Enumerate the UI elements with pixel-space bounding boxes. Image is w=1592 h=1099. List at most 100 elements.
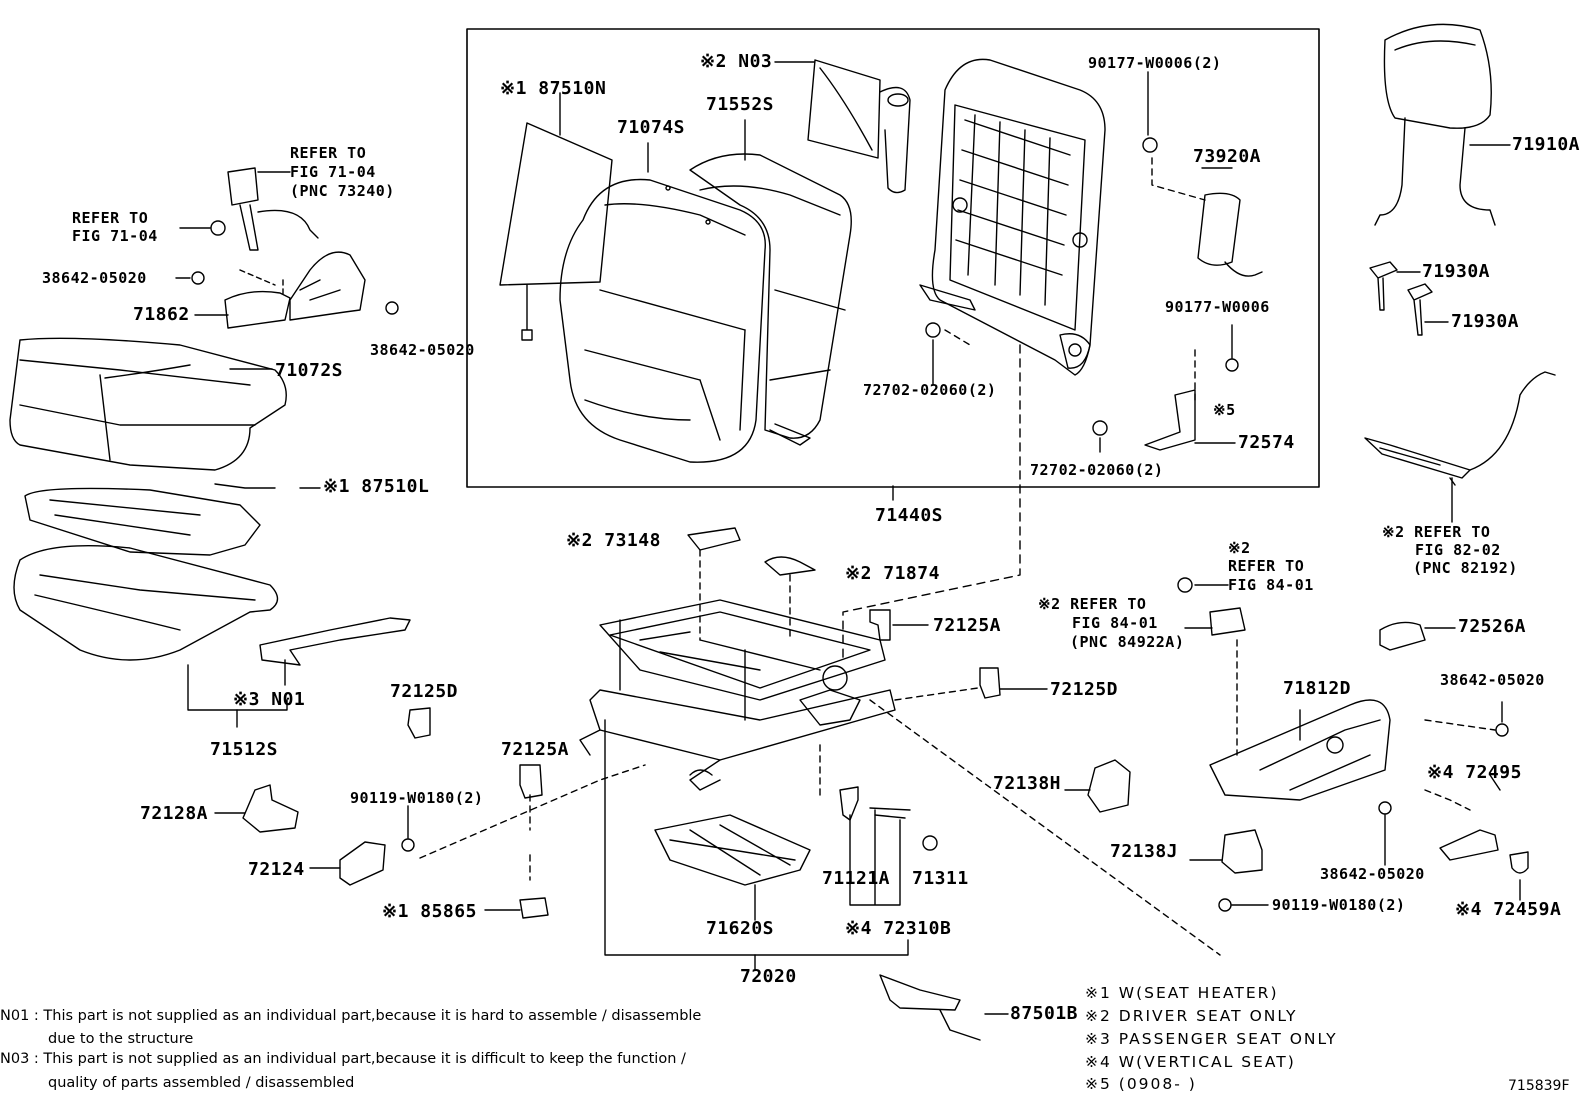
label-87510N: ※1 87510N [500,78,607,99]
headrest-guide-1 [1369,261,1398,311]
note-n01-line1: N01 : This part is not supplied as an in… [0,1008,702,1024]
label-72702-b: 72702-02060(2) [1030,461,1164,479]
n03-part [807,59,911,194]
bracket-72574 [1144,389,1196,451]
label-38642-d: 38642-05020 [1320,865,1425,883]
label-5-marker: ※5 [1213,401,1236,419]
label-71930A-1: 71930A [1422,261,1491,282]
label-72138H: 72138H [993,773,1062,794]
bolt-90119-b-icon [1218,898,1232,912]
seat-cushion-pad [13,545,279,661]
legend-item-3: ※3 PASSENGER SEAT ONLY [1085,1030,1338,1048]
label-38642-a: 38642-05020 [42,269,147,287]
bolt-38642-d-icon [1378,801,1392,815]
cap-71311-icon [922,835,938,851]
label-73920A: 73920A [1193,146,1262,167]
label-72526A: 72526A [1458,616,1527,637]
legend-item-4: ※4 W(VERTICAL SEAT) [1085,1053,1296,1071]
knob-72526A [1379,621,1426,651]
nut-90177-icon [1225,358,1239,372]
cap-72459A [1509,851,1529,874]
label-72702-a: 72702-02060(2) [863,381,997,399]
label-N01: ※3 N01 [233,689,306,710]
label-refer-84-01-a-line1: ※2 [1228,539,1251,557]
label-72125A-1: 72125A [933,615,1002,636]
label-refer-84-01-a-line3: FIG 84-01 [1228,576,1314,594]
seatback-pad [689,153,852,446]
headrest-guide-2 [1407,283,1433,336]
label-71311: 71311 [912,868,969,889]
label-73148: ※2 73148 [566,530,661,551]
legend-item-5: ※5 (0908- ) [1085,1075,1197,1093]
label-refer-82-02-line1: ※2 REFER TO [1382,523,1491,541]
spring-71311 [869,807,911,819]
label-refer-84-01-b-line3: (PNC 84922A) [1070,633,1185,651]
label-90177-W0006: 90177-W0006 [1165,298,1270,316]
label-71930A-2: 71930A [1451,311,1520,332]
link-71121A [839,786,859,821]
legend-item-2: ※2 DRIVER SEAT ONLY [1085,1007,1298,1025]
connector-85865 [519,897,549,919]
label-71552S: 71552S [706,94,775,115]
headrest [1374,23,1496,226]
n01-sensor [259,617,411,666]
cover-72138H [1087,759,1131,813]
seat-mat-71620S [654,814,811,886]
seat-belt-buckle [227,167,259,206]
label-72125D-2: 72125D [1050,679,1119,700]
label-85865: ※1 85865 [382,901,477,922]
label-72138J: 72138J [1110,841,1179,862]
note-n03-line1: N03 : This part is not supplied as an in… [0,1051,686,1067]
note-n03-line2: quality of parts assembled / disassemble… [48,1075,355,1091]
label-72495: ※4 72495 [1427,762,1522,783]
label-71512S: 71512S [210,739,279,760]
bolt-90119-a-icon [401,838,415,852]
switch-84-01-icon [1177,577,1193,593]
label-72459A: ※4 72459A [1455,899,1562,920]
label-90119-a: 90119-W0180(2) [350,789,484,807]
label-72124: 72124 [248,859,305,880]
seat-cushion-cover [9,337,287,471]
handle-72495 [1439,829,1499,861]
knob-71874 [764,556,816,576]
harness-87501B [879,974,961,1011]
label-87501B: 87501B [1010,1003,1079,1024]
bolt-38642-c-icon [1495,723,1509,737]
wire-harness-82192 [1364,437,1471,479]
label-38642-c: 38642-05020 [1440,671,1545,689]
label-refer-71-04-b-line2: FIG 71-04 [72,227,158,245]
cover-72138J [1221,829,1263,874]
label-refer-84-01-a-line2: REFER TO [1228,557,1305,575]
label-refer-82-02-line3: (PNC 82192) [1413,559,1518,577]
side-airbag-module [1197,192,1241,266]
label-90119-b: 90119-W0180(2) [1272,896,1406,914]
seatback-frame [919,58,1106,376]
label-refer-71-04-a-line3: (PNC 73240) [290,182,395,200]
label-refer-71-04-b-line1: REFER TO [72,209,149,227]
bolt-38642-a-icon [191,271,205,285]
label-38642-b: 38642-05020 [370,341,475,359]
label-refer-71-04-a-line1: REFER TO [290,144,367,162]
clip-72125A-2 [519,764,543,799]
label-71862: 71862 [133,304,190,325]
label-refer-84-01-b-line2: FIG 84-01 [1072,614,1158,632]
seatback-cover [559,178,766,463]
label-87510L: ※1 87510L [323,476,430,497]
cushion-heater [24,487,261,556]
bolt-38642-b-icon [385,301,399,315]
cover-72128A [242,784,299,833]
label-71440S: 71440S [875,505,944,526]
bolt-90177-icon [1142,137,1158,153]
label-71812D: 71812D [1283,678,1352,699]
clip-72125D-2 [979,667,1001,699]
label-refer-82-02-line2: FIG 82-02 [1415,541,1501,559]
label-71072S: 71072S [275,360,344,381]
label-71910A: 71910A [1512,134,1581,155]
bolt-72702-icon [925,322,941,338]
note-n01-line2: due to the structure [48,1031,194,1047]
label-90177-W0006-2: 90177-W0006(2) [1088,54,1222,72]
bolt-72702b-icon [1092,420,1108,436]
label-71074S: 71074S [617,117,686,138]
label-71874: ※2 71874 [845,563,940,584]
